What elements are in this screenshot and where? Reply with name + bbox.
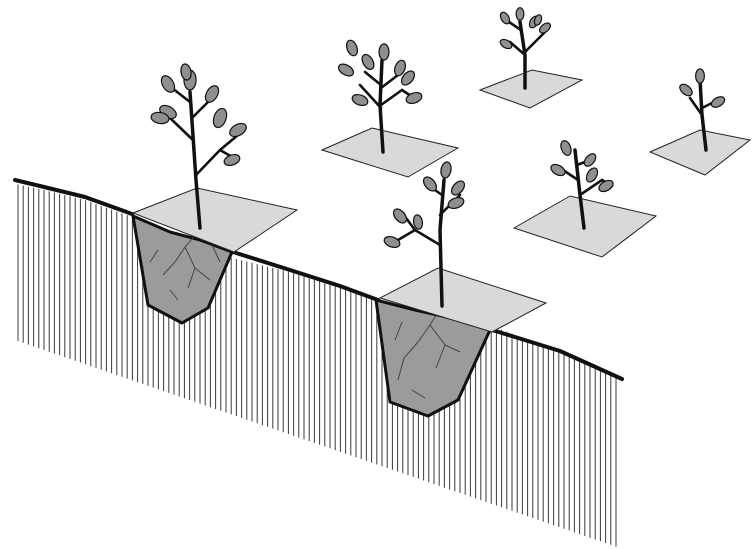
stem [192, 100, 210, 118]
leaf [227, 121, 248, 140]
soil-section-face [15, 182, 620, 548]
leaf [337, 62, 356, 79]
leaf [516, 8, 524, 21]
leaf [449, 179, 467, 198]
stem [365, 72, 381, 85]
mat-top-right [480, 70, 582, 108]
leaf [582, 152, 598, 169]
leaf [559, 139, 573, 157]
stem [172, 88, 190, 102]
leaf [360, 53, 377, 72]
leaf [379, 44, 389, 60]
leaf [345, 39, 360, 58]
leaf [549, 162, 567, 178]
leaf [391, 207, 409, 226]
leaf [533, 14, 543, 26]
mat-mid-top [322, 128, 458, 177]
leaf [383, 235, 402, 250]
leaf [584, 166, 600, 184]
stem [398, 230, 440, 245]
leaf [223, 153, 242, 168]
leaf [710, 95, 727, 110]
leaf [440, 161, 453, 179]
soil-cross-section [15, 182, 620, 548]
leaf [447, 196, 466, 211]
leaf [696, 69, 705, 83]
stem [525, 32, 545, 52]
leaf [180, 63, 193, 81]
leaf [351, 93, 370, 108]
leaf [678, 82, 695, 98]
leaf [203, 83, 222, 104]
stem [381, 90, 402, 105]
stem [170, 118, 193, 140]
leaf [211, 107, 229, 130]
stem [381, 75, 398, 88]
leaf [499, 38, 514, 51]
mat-right [650, 130, 750, 175]
